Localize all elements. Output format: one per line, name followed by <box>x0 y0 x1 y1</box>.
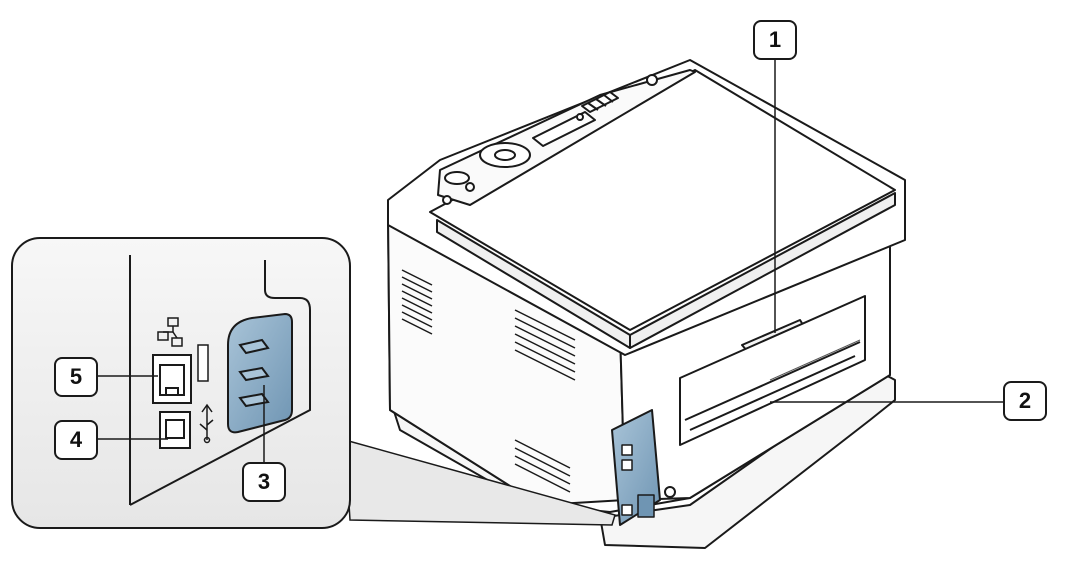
callout-5: 5 <box>54 357 98 397</box>
callout-2: 2 <box>1003 381 1047 421</box>
callout-3: 3 <box>242 462 286 502</box>
power-receptacle <box>227 312 293 434</box>
network-icon <box>157 317 183 347</box>
leader-lines <box>98 60 1003 462</box>
rear-door <box>679 295 866 446</box>
usb-port <box>159 411 191 449</box>
vent-grill-left <box>401 269 433 335</box>
network-port <box>152 354 192 404</box>
callout-4: 4 <box>54 420 98 460</box>
usb-icon <box>199 403 214 444</box>
vent-grill-lower <box>514 439 571 493</box>
callout-1: 1 <box>753 20 797 60</box>
vent-grill-mid <box>514 309 576 381</box>
control-panel <box>437 69 696 206</box>
